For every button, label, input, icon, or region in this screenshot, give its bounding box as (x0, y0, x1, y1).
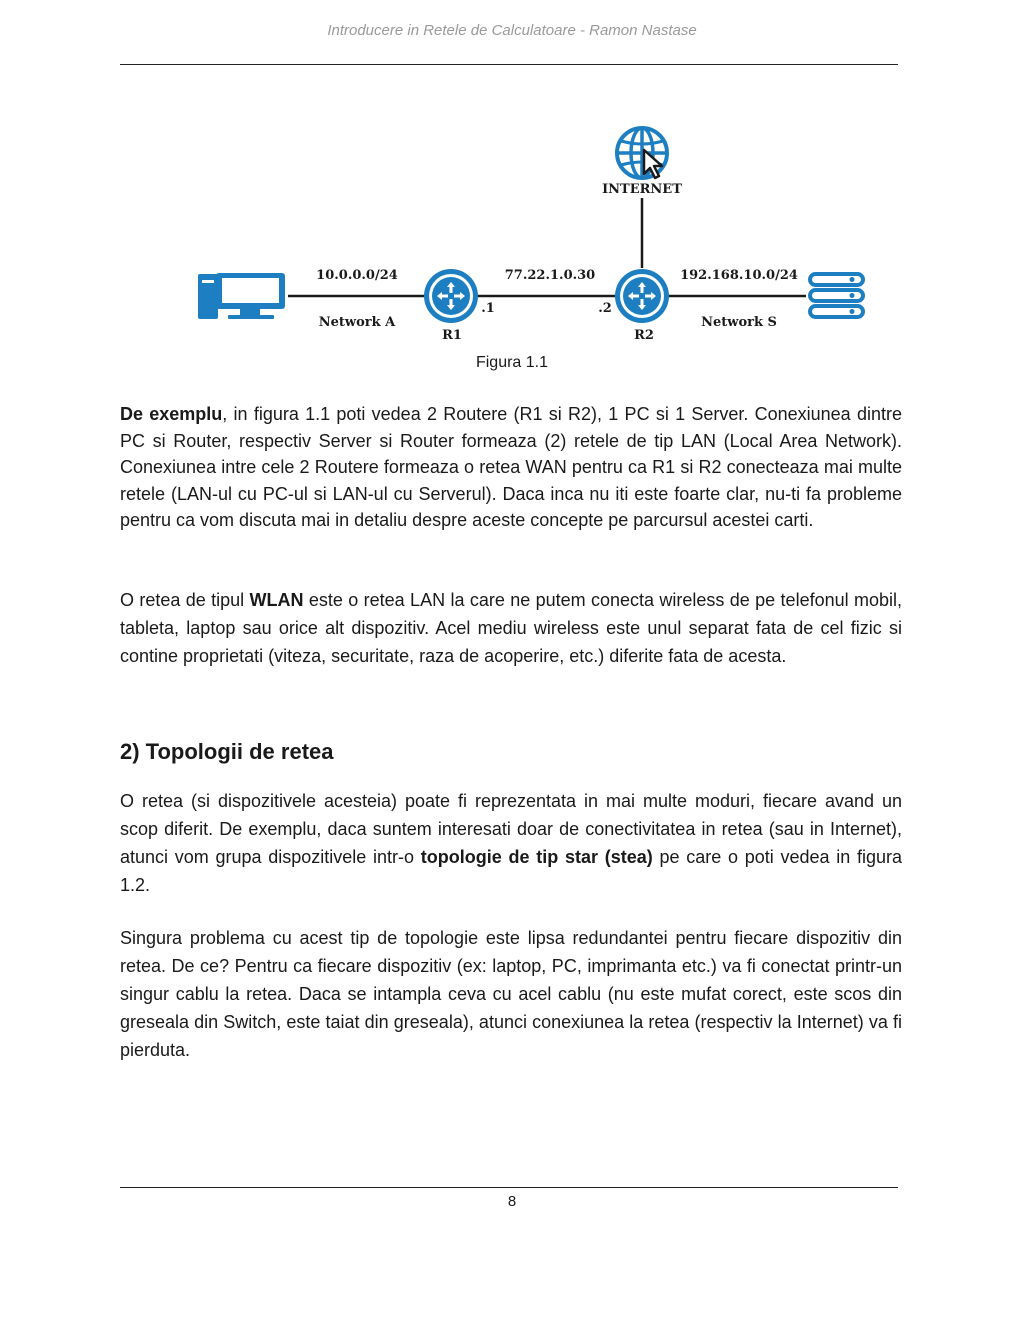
paragraph-2: O retea de tipul WLAN este o retea LAN l… (120, 586, 902, 670)
paragraph-3-post: pe care o poti vedea in figura 1.2. (120, 847, 902, 895)
network-a-address: 10.0.0.0/24 (316, 268, 398, 283)
paragraph-2-bold: WLAN (249, 590, 304, 610)
r1-label: R1 (442, 328, 462, 343)
network-diagram: INTERNET 10.0.0.0/24 Network A 77.22.1.0… (198, 126, 865, 343)
paragraph-3: O retea (si dispozitivele acesteia) poat… (120, 787, 902, 899)
internet-globe-icon (615, 126, 669, 180)
network-s-address: 192.168.10.0/24 (680, 268, 798, 283)
header-divider (120, 64, 898, 65)
network-s-name: Network S (701, 315, 777, 330)
r1-interface: .1 (481, 301, 495, 316)
wan-address: 77.22.1.0.30 (505, 268, 595, 283)
router-r1-icon (424, 269, 478, 323)
internet-label: INTERNET (602, 182, 682, 197)
paragraph-2-post: este o retea LAN la care ne putem conect… (120, 590, 902, 666)
r2-label: R2 (634, 328, 654, 343)
footer-divider (120, 1187, 898, 1188)
section-heading: 2) Topologii de retea (120, 739, 334, 764)
paragraph-4: Singura problema cu acest tip de topolog… (120, 928, 902, 1060)
paragraph-3-pre: O retea (si dispozitivele acesteia) poat… (120, 791, 902, 867)
paragraph-3-bold: topologie de tip star (stea) (420, 847, 653, 867)
router-r2-icon (615, 269, 669, 323)
paragraph-1-bold: De exemplu (120, 404, 223, 424)
network-a-name: Network A (319, 315, 396, 330)
server-icon (808, 272, 865, 319)
r2-interface: .2 (598, 301, 612, 316)
pc-icon (198, 273, 285, 319)
paragraph-1-text: , in figura 1.1 poti vedea 2 Routere (R1… (120, 404, 902, 531)
cursor-icon (642, 148, 664, 180)
paragraph-2-pre: O retea de tipul (120, 590, 250, 610)
figure-caption: Figura 1.1 (475, 354, 549, 371)
running-header: Introducere in Retele de Calculatoare - … (327, 22, 697, 39)
page-number: 8 (507, 1193, 517, 1210)
paragraph-1: De exemplu, in figura 1.1 poti vedea 2 R… (120, 401, 902, 534)
